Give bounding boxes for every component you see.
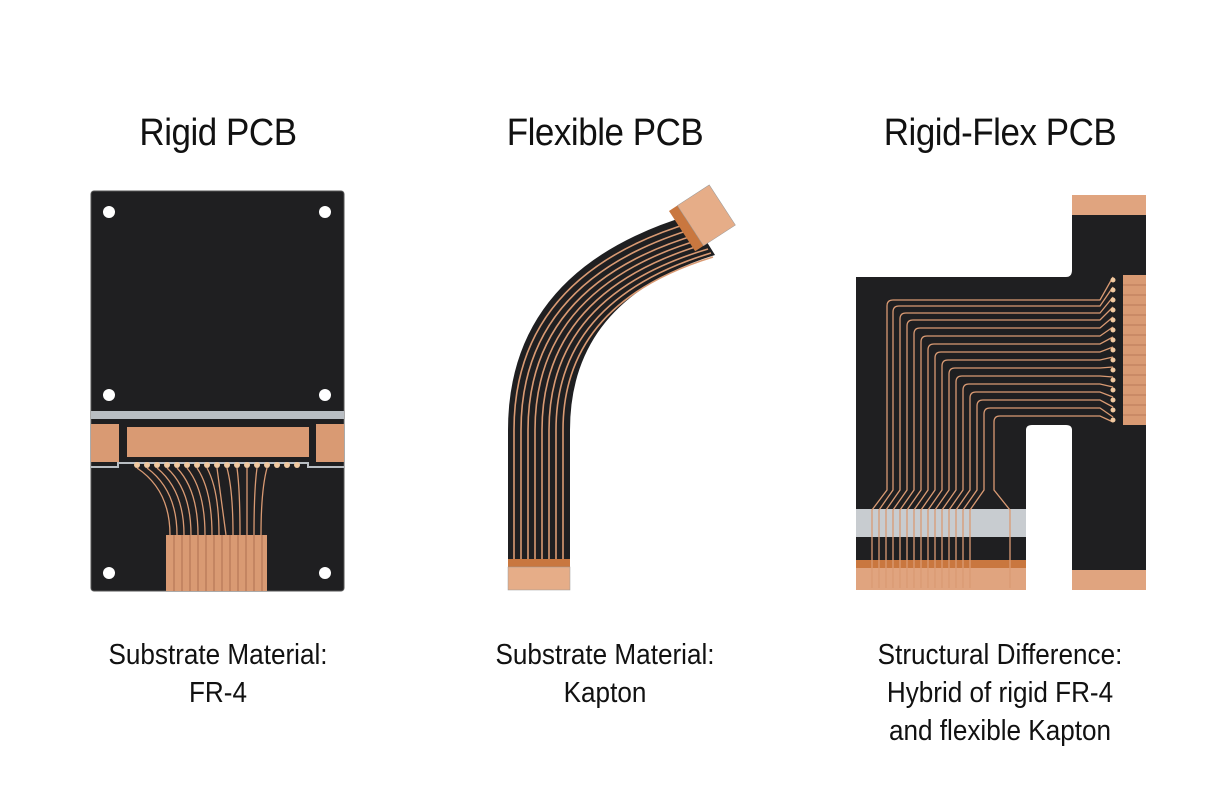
caption-line: Hybrid of rigid FR-4 [886, 677, 1114, 709]
caption-line: FR-4 [188, 677, 247, 709]
flexible-pcb-caption: Substrate Material: Kapton [452, 636, 758, 712]
rigid-flex-pcb-illustration [856, 195, 1146, 590]
rigid-pcb-illustration [90, 190, 345, 592]
rigid-flex-pcb-title: Rigid-Flex PCB [883, 112, 1117, 154]
caption-line: and flexible Kapton [888, 715, 1112, 747]
rigid-pcb-caption: Substrate Material: FR-4 [65, 636, 371, 712]
rigid-flex-pcb-caption: Structural Difference: Hybrid of rigid F… [838, 636, 1162, 750]
caption-line: Kapton [563, 677, 647, 709]
rigid-pcb-title: Rigid PCB [139, 112, 297, 154]
flexible-pcb-title: Flexible PCB [506, 112, 704, 154]
flexible-pcb-illustration [507, 184, 736, 591]
caption-line: Substrate Material: [108, 639, 328, 671]
mounting-hole-icon [103, 206, 115, 218]
caption-line: Structural Difference: [877, 639, 1123, 671]
caption-line: Substrate Material: [495, 639, 715, 671]
